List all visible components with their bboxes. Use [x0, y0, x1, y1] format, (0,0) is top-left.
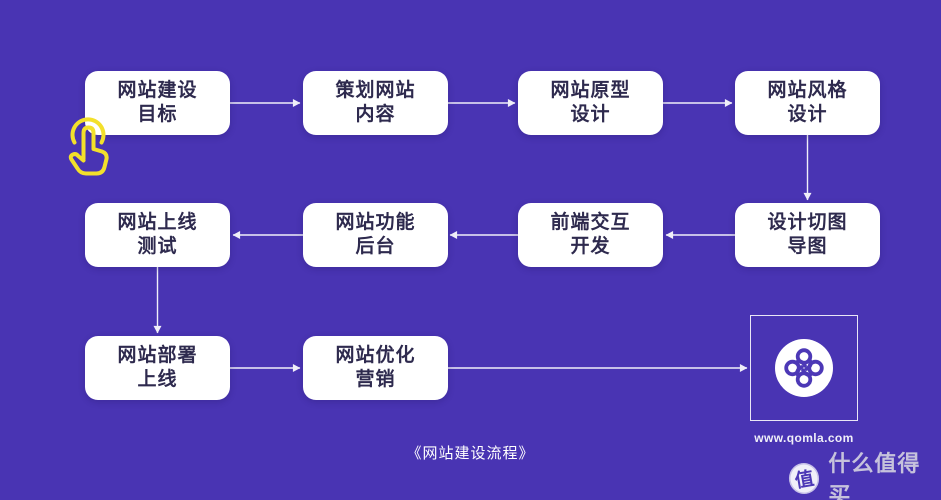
flow-node-prototype-design: 网站原型 设计 [518, 71, 663, 135]
diagram-caption: 《网站建设流程》 [406, 445, 535, 462]
node-label-line: 测试 [137, 236, 178, 257]
logo-website-url: www.qomla.com [754, 431, 854, 445]
node-label-line: 网站部署 [117, 345, 198, 366]
smzdm-watermark: 值 什么值得买 [786, 451, 941, 500]
flow-node-launch-testing: 网站上线 测试 [85, 203, 230, 267]
node-label-line: 网站原型 [550, 80, 631, 101]
node-label-line: 策划网站 [335, 80, 416, 101]
flow-node-style-design: 网站风格 设计 [735, 71, 880, 135]
node-label-line: 网站优化 [335, 345, 416, 366]
node-label-line: 开发 [570, 236, 611, 257]
flow-node-frontend-dev: 前端交互 开发 [518, 203, 663, 267]
flow-node-design-slicing: 设计切图 导图 [735, 203, 880, 267]
tap-hand-icon [68, 117, 109, 176]
node-label-line: 网站建设 [117, 80, 198, 101]
flow-node-optimization-marketing: 网站优化 营销 [303, 336, 448, 400]
flow-node-deploy-launch: 网站部署 上线 [85, 336, 230, 400]
node-label-line: 网站上线 [117, 212, 198, 233]
node-label-line: 内容 [355, 104, 396, 125]
smzdm-badge-icon: 值 [786, 460, 822, 496]
flow-node-plan-content: 策划网站 内容 [303, 71, 448, 135]
node-label-line: 目标 [137, 104, 178, 125]
node-label-line: 设计 [787, 104, 828, 125]
node-label-line: 后台 [355, 236, 396, 257]
node-label-line: 导图 [787, 236, 828, 257]
node-label-line: 前端交互 [550, 212, 631, 233]
qomla-clover-logo [775, 339, 833, 397]
node-label-line: 网站功能 [335, 212, 416, 233]
node-label-line: 上线 [137, 369, 178, 390]
node-label-line: 设计切图 [767, 212, 848, 233]
logo-box [750, 315, 858, 421]
smzdm-brand-text: 什么值得买 [828, 451, 921, 500]
node-label-line: 营销 [355, 369, 396, 390]
node-label-line: 网站风格 [767, 80, 848, 101]
flow-node-backend-features: 网站功能 后台 [303, 203, 448, 267]
flow-node-goal: 网站建设 目标 [85, 71, 230, 135]
node-label-line: 设计 [570, 104, 611, 125]
